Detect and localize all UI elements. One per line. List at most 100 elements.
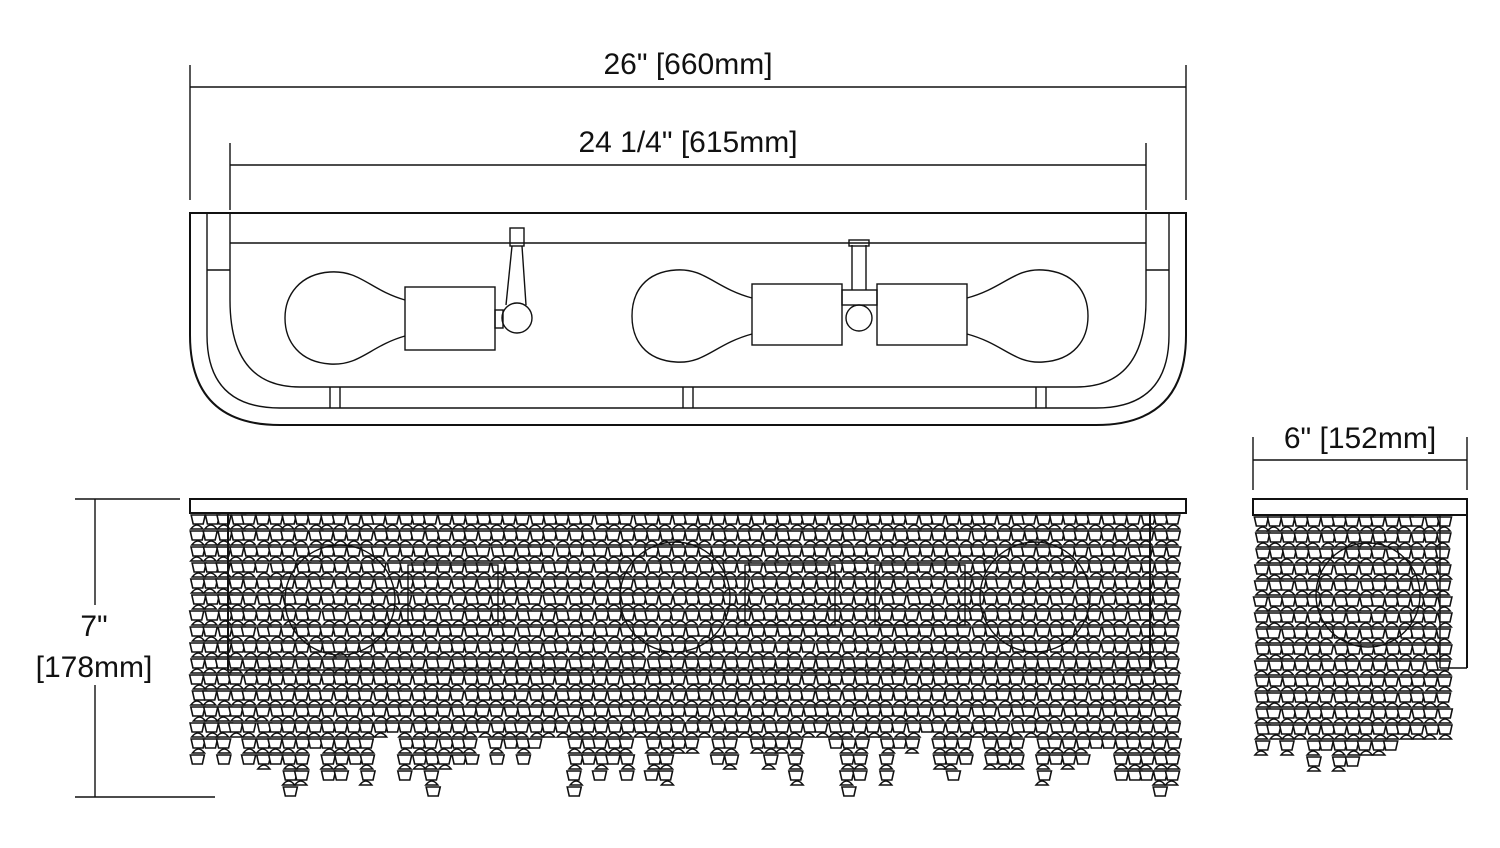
crystal <box>1357 708 1374 719</box>
crystal <box>970 530 987 541</box>
crystal <box>540 722 557 733</box>
crystal <box>1436 676 1453 687</box>
crystal <box>1397 692 1414 703</box>
crystal <box>254 716 270 722</box>
crystal <box>331 626 348 637</box>
crystal <box>579 610 596 621</box>
crystal <box>1331 628 1348 639</box>
crystal <box>1061 658 1078 669</box>
crystal-strand <box>1059 514 1079 770</box>
crystal <box>580 540 596 546</box>
crystal <box>202 626 219 637</box>
crystal <box>1384 612 1401 623</box>
crystal <box>255 690 272 701</box>
crystal <box>943 652 960 658</box>
crystal <box>254 642 271 653</box>
crystal <box>1163 594 1180 605</box>
crystal <box>411 572 427 578</box>
crystal <box>866 732 882 738</box>
crystal <box>488 706 505 717</box>
crystal <box>995 562 1012 573</box>
crystal <box>268 690 285 701</box>
crystal <box>1139 732 1155 738</box>
crystal <box>514 572 531 578</box>
crystal <box>1294 558 1310 564</box>
crystal <box>1305 676 1322 687</box>
crystal <box>1279 644 1296 655</box>
crystal <box>918 514 935 525</box>
crystal <box>1165 748 1181 754</box>
crystal <box>555 540 571 546</box>
crystal <box>1305 724 1322 735</box>
crystal <box>605 716 621 722</box>
crystal <box>878 514 895 525</box>
crystal <box>905 546 922 557</box>
crystal <box>1153 754 1170 765</box>
crystal <box>282 770 299 781</box>
crystal <box>619 652 635 658</box>
crystal <box>1397 612 1414 623</box>
crystal <box>1152 674 1169 685</box>
crystal <box>474 706 491 717</box>
crystal <box>360 562 377 573</box>
crystal <box>529 658 546 669</box>
crystal <box>708 674 725 685</box>
crystal <box>903 610 920 621</box>
crystal <box>528 722 545 733</box>
crystal <box>892 700 908 706</box>
crystal <box>997 620 1013 626</box>
crystal <box>957 722 974 733</box>
crystal <box>397 674 414 685</box>
crystal <box>502 594 519 605</box>
crystal <box>696 588 712 594</box>
crystal <box>1305 596 1322 607</box>
crystal <box>280 716 297 722</box>
crystal <box>358 684 374 690</box>
crystal <box>838 770 855 781</box>
crystal-strand <box>292 514 312 786</box>
crystal <box>789 700 805 706</box>
crystal <box>229 524 245 530</box>
crystal <box>1279 750 1295 756</box>
crystal <box>1280 702 1296 708</box>
crystal <box>1113 572 1130 578</box>
crystal <box>916 588 933 594</box>
crystal <box>917 642 934 653</box>
crystal <box>579 578 596 589</box>
crystal <box>943 642 960 653</box>
crystal <box>1151 780 1167 786</box>
crystal <box>503 652 519 658</box>
crystal <box>774 738 791 749</box>
crystal <box>202 674 219 685</box>
crystal <box>1113 732 1130 738</box>
crystal <box>838 780 855 786</box>
crystal <box>1035 556 1051 562</box>
crystal <box>1048 754 1065 765</box>
crystal <box>347 732 363 738</box>
crystal <box>1113 764 1130 770</box>
crystal <box>802 700 818 706</box>
overall-width-label: 26" [660mm] <box>603 48 772 81</box>
crystal <box>488 540 504 546</box>
crystal <box>307 652 323 658</box>
crystal <box>996 684 1013 690</box>
crystal <box>412 722 429 733</box>
crystal <box>1061 514 1078 525</box>
crystal <box>217 604 233 610</box>
crystal <box>1125 604 1141 610</box>
crystal-strand <box>409 514 429 770</box>
crystal <box>1061 530 1078 541</box>
crystal <box>306 620 323 626</box>
crystal <box>709 748 725 754</box>
crystal <box>814 572 830 578</box>
crystal <box>942 706 959 717</box>
crystal <box>554 530 571 541</box>
crystal <box>1435 580 1452 591</box>
crystal <box>605 514 622 525</box>
crystal <box>1254 692 1271 703</box>
crystal <box>763 700 779 706</box>
crystal <box>1280 596 1297 607</box>
crystal <box>203 636 219 642</box>
crystal <box>1060 546 1077 557</box>
crystal <box>1383 532 1400 543</box>
